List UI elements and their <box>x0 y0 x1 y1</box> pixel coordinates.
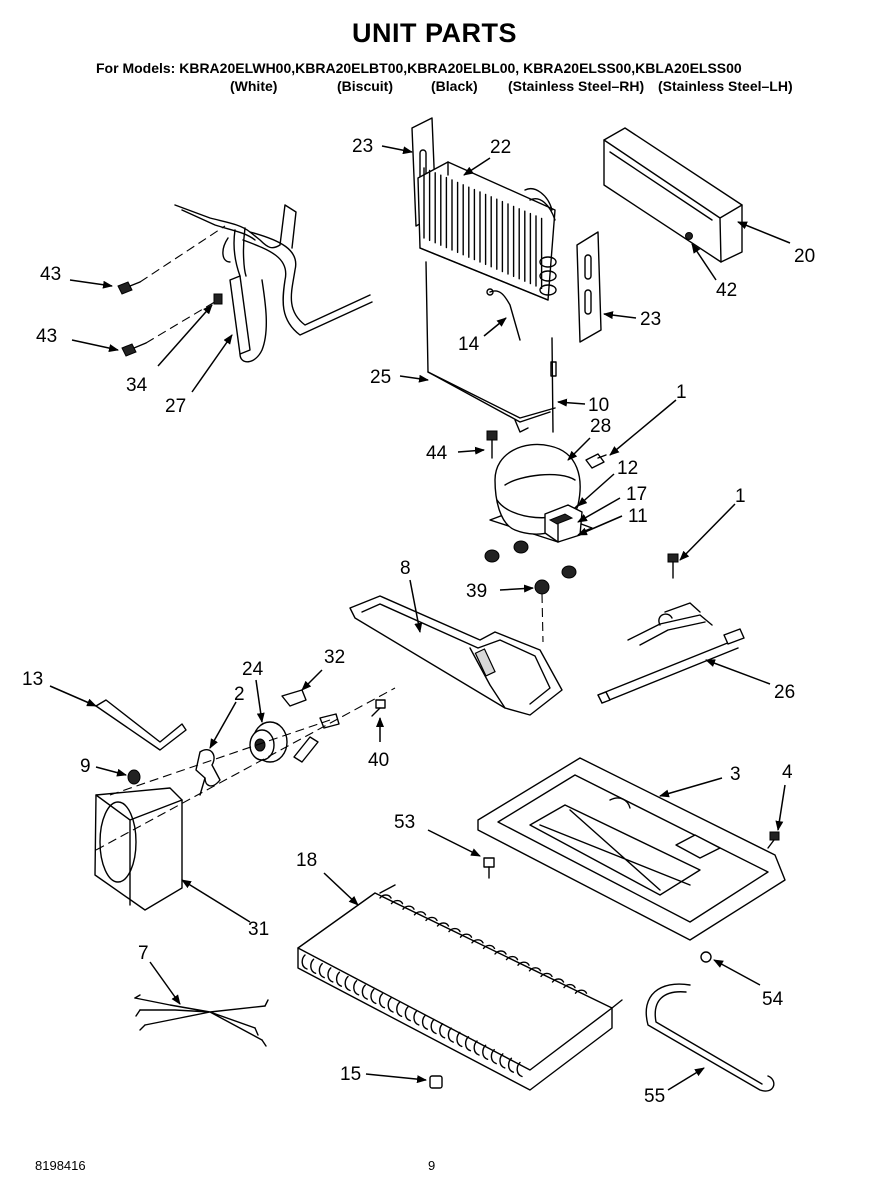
callout-23-right: 23 <box>640 309 661 330</box>
callout-7: 7 <box>138 943 149 964</box>
callout-32: 32 <box>324 647 345 668</box>
part-2-blade <box>195 748 221 796</box>
part-12-17-11-relay <box>544 504 583 543</box>
callout-18: 18 <box>296 850 317 871</box>
part-55-tube <box>645 983 775 1092</box>
part-42-screw <box>685 232 693 240</box>
callout-23-left: 23 <box>352 136 373 157</box>
part-18-evaporator <box>297 884 623 1091</box>
callout-4: 4 <box>782 762 793 783</box>
callout-15: 15 <box>340 1064 361 1085</box>
part-3-base <box>477 757 786 941</box>
callout-2: 2 <box>234 684 245 705</box>
callout-10: 10 <box>588 395 609 416</box>
part-8-drain-pan <box>349 595 563 716</box>
callout-54: 54 <box>762 989 784 1010</box>
callout-13: 13 <box>22 669 43 690</box>
callout-1-right: 1 <box>735 486 746 507</box>
callout-34: 34 <box>126 375 148 396</box>
color-biscuit: (Biscuit) <box>337 78 393 94</box>
callout-20: 20 <box>794 246 815 267</box>
callout-1-top: 1 <box>676 382 687 403</box>
callout-43-bottom: 43 <box>36 326 57 347</box>
part-1-fitting-top <box>585 453 607 469</box>
color-black: (Black) <box>431 78 478 94</box>
color-stainless-rh: (Stainless Steel–RH) <box>508 78 645 94</box>
callout-44: 44 <box>426 443 448 464</box>
models-line: For Models: KBRA20ELWH00,KBRA20ELBT00,KB… <box>96 60 742 76</box>
callout-53: 53 <box>394 812 415 833</box>
part-1-screw-harness <box>667 553 679 579</box>
callout-8: 8 <box>400 558 411 579</box>
part-54-nut <box>700 951 712 963</box>
callout-labels: 23 22 20 42 23 14 25 10 1 28 44 12 17 11… <box>22 136 815 1107</box>
part-25-10-bracket <box>425 261 557 433</box>
part-4-screw <box>767 831 780 849</box>
part-7-harness <box>134 994 269 1047</box>
callout-31: 31 <box>248 919 269 940</box>
part-23-bracket-right <box>576 231 602 343</box>
part-26-harness <box>597 602 745 704</box>
callout-55: 55 <box>644 1086 665 1107</box>
callout-17: 17 <box>626 484 647 505</box>
callout-25: 25 <box>370 367 391 388</box>
part-43-screw-bottom <box>121 342 147 357</box>
part-9-grommet <box>127 769 141 785</box>
callout-27: 27 <box>165 396 186 417</box>
part-43-screw-top <box>117 281 141 295</box>
callout-14: 14 <box>458 334 480 355</box>
callout-40: 40 <box>368 750 389 771</box>
callout-43-top: 43 <box>40 264 61 285</box>
callout-9: 9 <box>80 756 91 777</box>
callout-39: 39 <box>466 581 487 602</box>
callout-12: 12 <box>617 458 638 479</box>
color-stainless-lh: (Stainless Steel–LH) <box>658 78 793 94</box>
part-39-grommets <box>484 540 577 595</box>
part-13-bracket <box>95 699 187 751</box>
part-44-bolt <box>486 430 498 459</box>
leader-lines <box>49 145 791 1091</box>
color-white: (White) <box>230 78 278 94</box>
callout-26: 26 <box>774 682 795 703</box>
part-27-drier-tubing <box>174 204 373 363</box>
page-number: 9 <box>428 1158 436 1173</box>
callout-24: 24 <box>242 659 264 680</box>
part-22-condenser <box>417 161 557 301</box>
part-40-screw <box>371 699 386 717</box>
callout-42: 42 <box>716 280 737 301</box>
document-number: 8198416 <box>35 1158 86 1173</box>
callout-22: 22 <box>490 137 511 158</box>
part-15-clip <box>429 1075 443 1089</box>
part-20-cover <box>603 127 743 263</box>
callout-28: 28 <box>590 416 611 437</box>
part-14-wire <box>486 288 521 341</box>
part-53-screw <box>483 857 495 879</box>
callout-3: 3 <box>730 764 741 785</box>
callout-11: 11 <box>628 506 648 527</box>
part-32-clips <box>281 689 340 763</box>
page-title: UNIT PARTS <box>352 18 517 48</box>
part-31-shroud <box>94 787 183 911</box>
